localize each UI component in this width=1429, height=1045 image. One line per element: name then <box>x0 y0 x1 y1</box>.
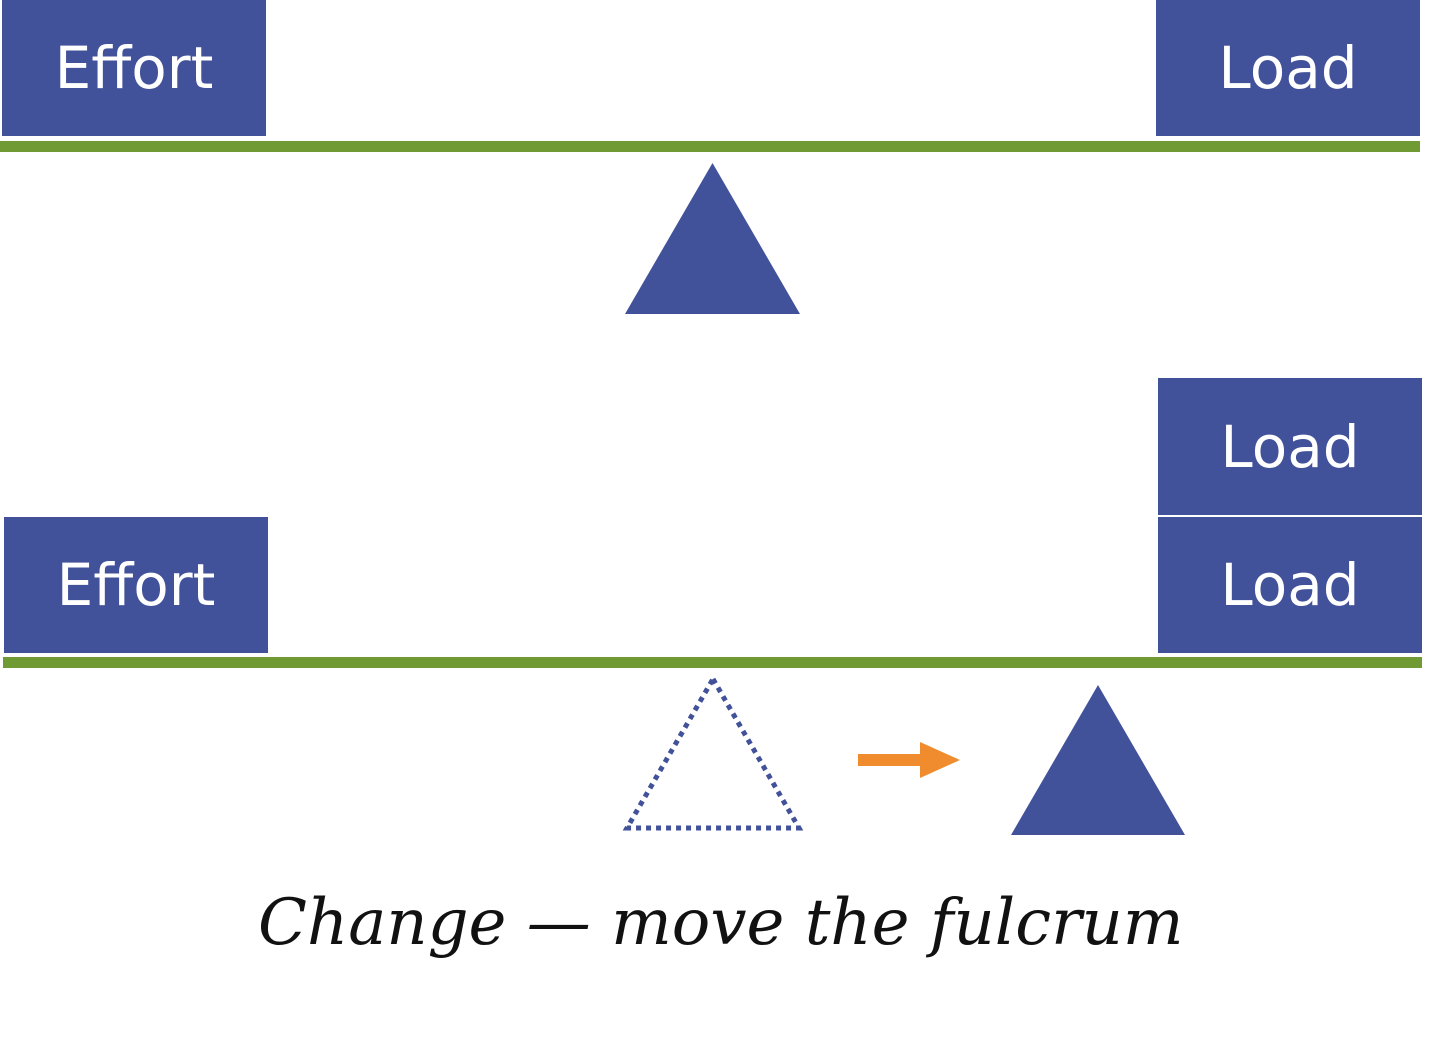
old-fulcrum-dotted-triangle-icon <box>622 673 804 831</box>
top-load-label: Load <box>1218 34 1358 102</box>
bottom-load-top-label: Load <box>1220 412 1360 481</box>
move-right-arrow-icon <box>858 742 960 778</box>
bottom-effort-box: Effort <box>4 517 268 653</box>
bottom-load-box-bottom: Load <box>1158 517 1422 653</box>
top-effort-label: Effort <box>54 34 214 102</box>
top-effort-box: Effort <box>2 0 266 136</box>
top-beam <box>0 141 1420 152</box>
bottom-effort-label: Effort <box>56 551 216 619</box>
top-load-box: Load <box>1156 0 1420 136</box>
bottom-beam <box>3 657 1422 668</box>
bottom-load-box-top: Load <box>1158 378 1422 515</box>
new-fulcrum-icon <box>1011 685 1185 835</box>
caption: Change — move the fulcrum <box>258 886 1184 960</box>
top-fulcrum-icon <box>625 163 800 314</box>
bottom-load-bottom-label: Load <box>1220 551 1360 619</box>
